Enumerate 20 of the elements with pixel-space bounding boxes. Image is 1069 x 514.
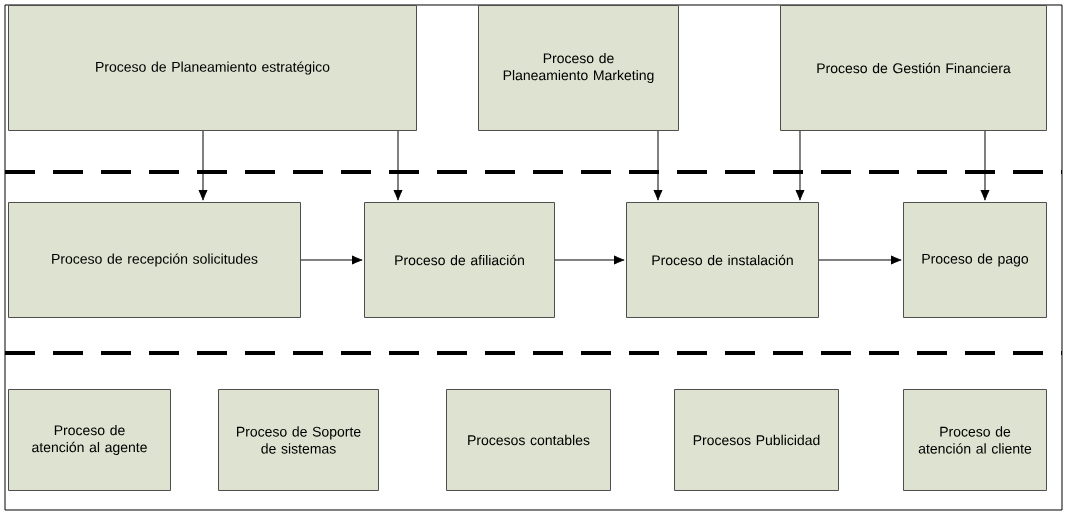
process-box: Proceso de Planeamiento Marketing xyxy=(478,5,679,131)
process-box: Procesos contables xyxy=(446,389,611,491)
process-box: Proceso de pago xyxy=(903,202,1047,318)
arrow xyxy=(300,255,363,265)
arrow xyxy=(980,130,990,201)
process-box: Proceso de Gestión Financiera xyxy=(780,5,1047,131)
arrow xyxy=(393,130,403,201)
process-box: Procesos Publicidad xyxy=(674,389,839,491)
arrow xyxy=(795,130,805,201)
arrow xyxy=(198,130,208,201)
process-box: Proceso de Soporte de sistemas xyxy=(218,389,379,491)
process-box: Proceso de atención al agente xyxy=(8,389,171,491)
arrow xyxy=(653,130,663,201)
process-box: Proceso de recepción solicitudes xyxy=(8,202,301,318)
arrow xyxy=(818,255,902,265)
process-box: Proceso de atención al cliente xyxy=(903,389,1047,491)
arrow xyxy=(554,255,625,265)
process-box: Proceso de afiliación xyxy=(364,202,555,318)
process-box: Proceso de Planeamiento estratégico xyxy=(8,5,417,131)
process-box: Proceso de instalación xyxy=(626,202,819,318)
